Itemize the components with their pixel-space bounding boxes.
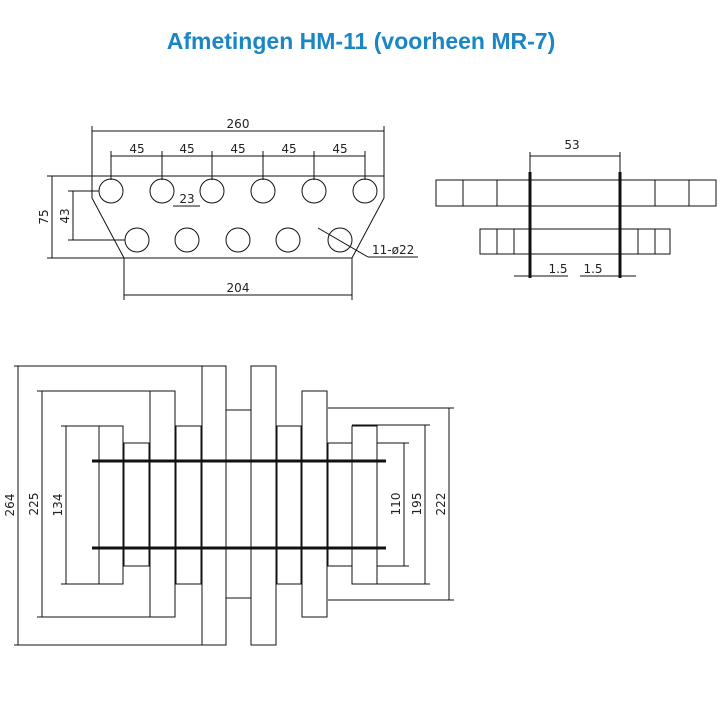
dim-side-width: 53 [564, 138, 579, 152]
dim-assembly-110: 110 [389, 493, 403, 516]
dim-offset: 23 [179, 192, 194, 206]
dim-pitch: 45 [281, 142, 296, 156]
dim-overall-width: 260 [227, 117, 250, 131]
hole [199, 178, 225, 204]
hole [149, 178, 175, 204]
assembly-view: 264 225 134 110 195 222 [3, 365, 454, 646]
hole [327, 227, 353, 253]
dim-height: 75 [37, 209, 51, 224]
dim-pitch: 45 [230, 142, 245, 156]
dim-gap-right: 1.5 [583, 262, 602, 276]
hole [174, 227, 200, 253]
dim-bottom-width: 204 [227, 281, 250, 295]
dim-row-spacing: 43 [58, 208, 72, 223]
hole [124, 227, 150, 253]
hole [301, 178, 327, 204]
dim-pitch: 45 [129, 142, 144, 156]
hole [352, 178, 378, 204]
dim-assembly-222: 222 [434, 493, 448, 516]
side-view: 53 1.5 1.5 [435, 138, 717, 278]
dim-gap-left: 1.5 [548, 262, 567, 276]
hole [250, 178, 276, 204]
dim-assembly-134: 134 [51, 494, 65, 517]
dim-assembly-195: 195 [410, 493, 424, 516]
plate-outline [91, 175, 385, 259]
dim-pitch: 45 [179, 142, 194, 156]
dim-assembly-225: 225 [27, 493, 41, 516]
front-view: 260 45 45 45 45 45 75 43 23 204 [37, 117, 418, 300]
page-title: Afmetingen HM-11 (voorheen MR-7) [166, 28, 556, 54]
dim-assembly-264: 264 [3, 494, 17, 517]
holes-note: 11-ø22 [372, 243, 414, 257]
hole [225, 227, 251, 253]
hole [275, 227, 301, 253]
dim-pitch: 45 [332, 142, 347, 156]
hole [98, 178, 124, 204]
